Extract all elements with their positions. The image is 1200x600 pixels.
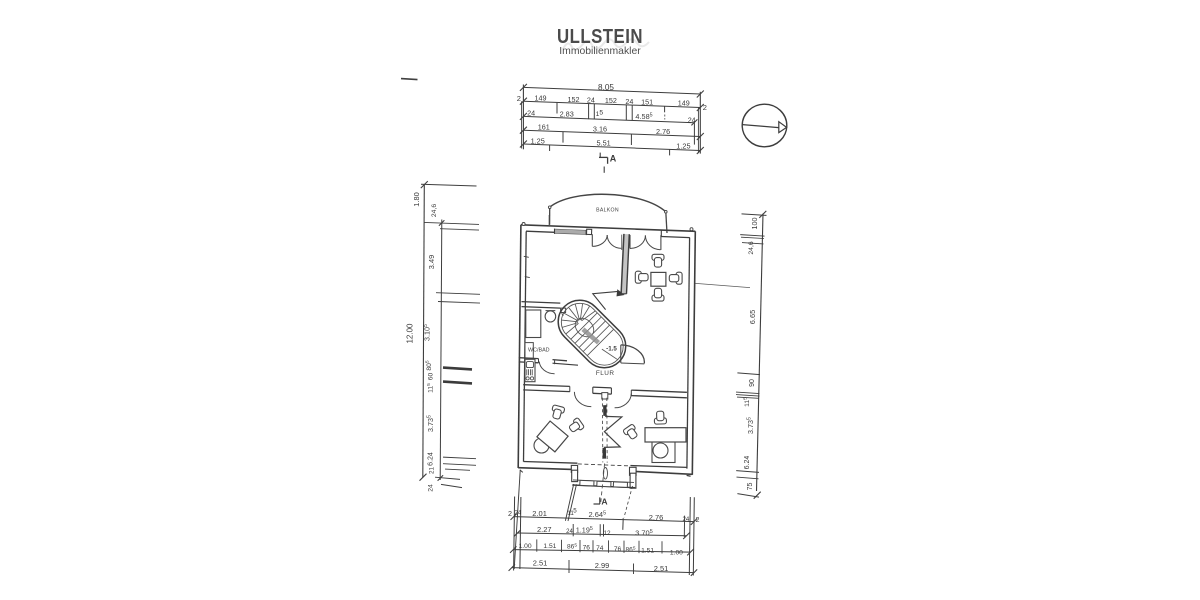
svg-text:5.51: 5.51 xyxy=(596,139,610,148)
svg-text:4.585: 4.585 xyxy=(635,112,652,121)
svg-text:2: 2 xyxy=(508,509,512,518)
svg-text:2.99: 2.99 xyxy=(595,561,610,570)
svg-text:2: 2 xyxy=(517,94,521,103)
svg-text:2.83: 2.83 xyxy=(560,110,574,119)
svg-text:74: 74 xyxy=(596,545,604,552)
svg-text:151: 151 xyxy=(641,97,653,106)
svg-text:1.51: 1.51 xyxy=(641,548,654,555)
svg-text:1.195: 1.195 xyxy=(576,525,593,534)
svg-text:865: 865 xyxy=(625,545,635,553)
svg-text:3.735: 3.735 xyxy=(746,417,755,434)
svg-text:149: 149 xyxy=(535,94,547,103)
svg-text:24,6: 24,6 xyxy=(748,241,755,254)
svg-text:149: 149 xyxy=(678,99,690,108)
svg-text:115: 115 xyxy=(743,397,751,407)
svg-text:161: 161 xyxy=(538,123,550,132)
svg-text:1.00: 1.00 xyxy=(519,543,532,550)
svg-text:3.105: 3.105 xyxy=(423,324,432,341)
svg-text:3.735: 3.735 xyxy=(426,415,435,432)
svg-text:A: A xyxy=(601,497,607,507)
svg-text:2: 2 xyxy=(696,515,700,524)
svg-text:12: 12 xyxy=(603,530,611,537)
svg-text:24: 24 xyxy=(515,511,522,517)
svg-text:3.705: 3.705 xyxy=(635,528,653,537)
svg-text:6.24: 6.24 xyxy=(744,456,751,470)
svg-text:2.27: 2.27 xyxy=(537,525,552,534)
svg-text:8.05: 8.05 xyxy=(598,83,614,92)
svg-text:21: 21 xyxy=(429,467,436,475)
svg-text:Immobilienmakler: Immobilienmakler xyxy=(559,46,641,57)
svg-text:1.25: 1.25 xyxy=(531,136,545,145)
svg-text:115: 115 xyxy=(426,383,434,393)
svg-text:12.00: 12.00 xyxy=(406,323,415,344)
svg-text:24: 24 xyxy=(625,97,633,106)
svg-text:A: A xyxy=(610,154,617,164)
svg-text:ULLSTEIN: ULLSTEIN xyxy=(557,24,643,47)
svg-text:152: 152 xyxy=(605,96,617,105)
svg-text:5: 5 xyxy=(573,508,577,515)
svg-text:11: 11 xyxy=(567,510,574,517)
svg-text:1: 1 xyxy=(596,111,600,118)
svg-text:-1.5: -1.5 xyxy=(606,346,617,353)
svg-text:76: 76 xyxy=(614,546,622,553)
svg-text:2.01: 2.01 xyxy=(532,509,547,518)
svg-text:24,6: 24,6 xyxy=(431,204,438,217)
svg-text:60: 60 xyxy=(428,373,435,381)
svg-text:6.65: 6.65 xyxy=(748,310,757,324)
svg-text:90: 90 xyxy=(749,379,756,387)
svg-text:2.76: 2.76 xyxy=(649,513,664,522)
svg-text:24: 24 xyxy=(688,116,696,125)
svg-text:FLUR: FLUR xyxy=(596,370,615,377)
svg-text:1.51: 1.51 xyxy=(543,543,556,550)
svg-text:24: 24 xyxy=(428,484,435,492)
svg-text:1.25: 1.25 xyxy=(676,142,690,151)
svg-text:865: 865 xyxy=(567,542,577,550)
svg-text:24: 24 xyxy=(683,517,690,523)
svg-text:1.80: 1.80 xyxy=(412,192,421,206)
svg-text:WC/BAD: WC/BAD xyxy=(528,348,550,354)
svg-text:76: 76 xyxy=(583,544,591,551)
svg-text:75: 75 xyxy=(747,483,754,491)
svg-text:24: 24 xyxy=(566,529,573,535)
svg-text:24: 24 xyxy=(587,95,595,104)
svg-text:100: 100 xyxy=(750,218,759,230)
svg-text:3.49: 3.49 xyxy=(427,255,436,269)
svg-text:5: 5 xyxy=(599,110,603,117)
svg-text:2: 2 xyxy=(703,103,707,112)
svg-text:BALKON: BALKON xyxy=(596,208,619,214)
svg-text:2.51: 2.51 xyxy=(533,558,548,567)
svg-text:24: 24 xyxy=(527,109,535,118)
svg-text:2.76: 2.76 xyxy=(656,127,670,136)
svg-text:1.00: 1.00 xyxy=(670,550,683,557)
svg-text:2.645: 2.645 xyxy=(588,510,606,519)
svg-text:3.16: 3.16 xyxy=(593,125,607,134)
svg-text:152: 152 xyxy=(568,95,580,104)
svg-text:6.24: 6.24 xyxy=(428,452,435,466)
svg-text:805: 805 xyxy=(425,360,433,371)
svg-text:2.51: 2.51 xyxy=(654,564,669,573)
